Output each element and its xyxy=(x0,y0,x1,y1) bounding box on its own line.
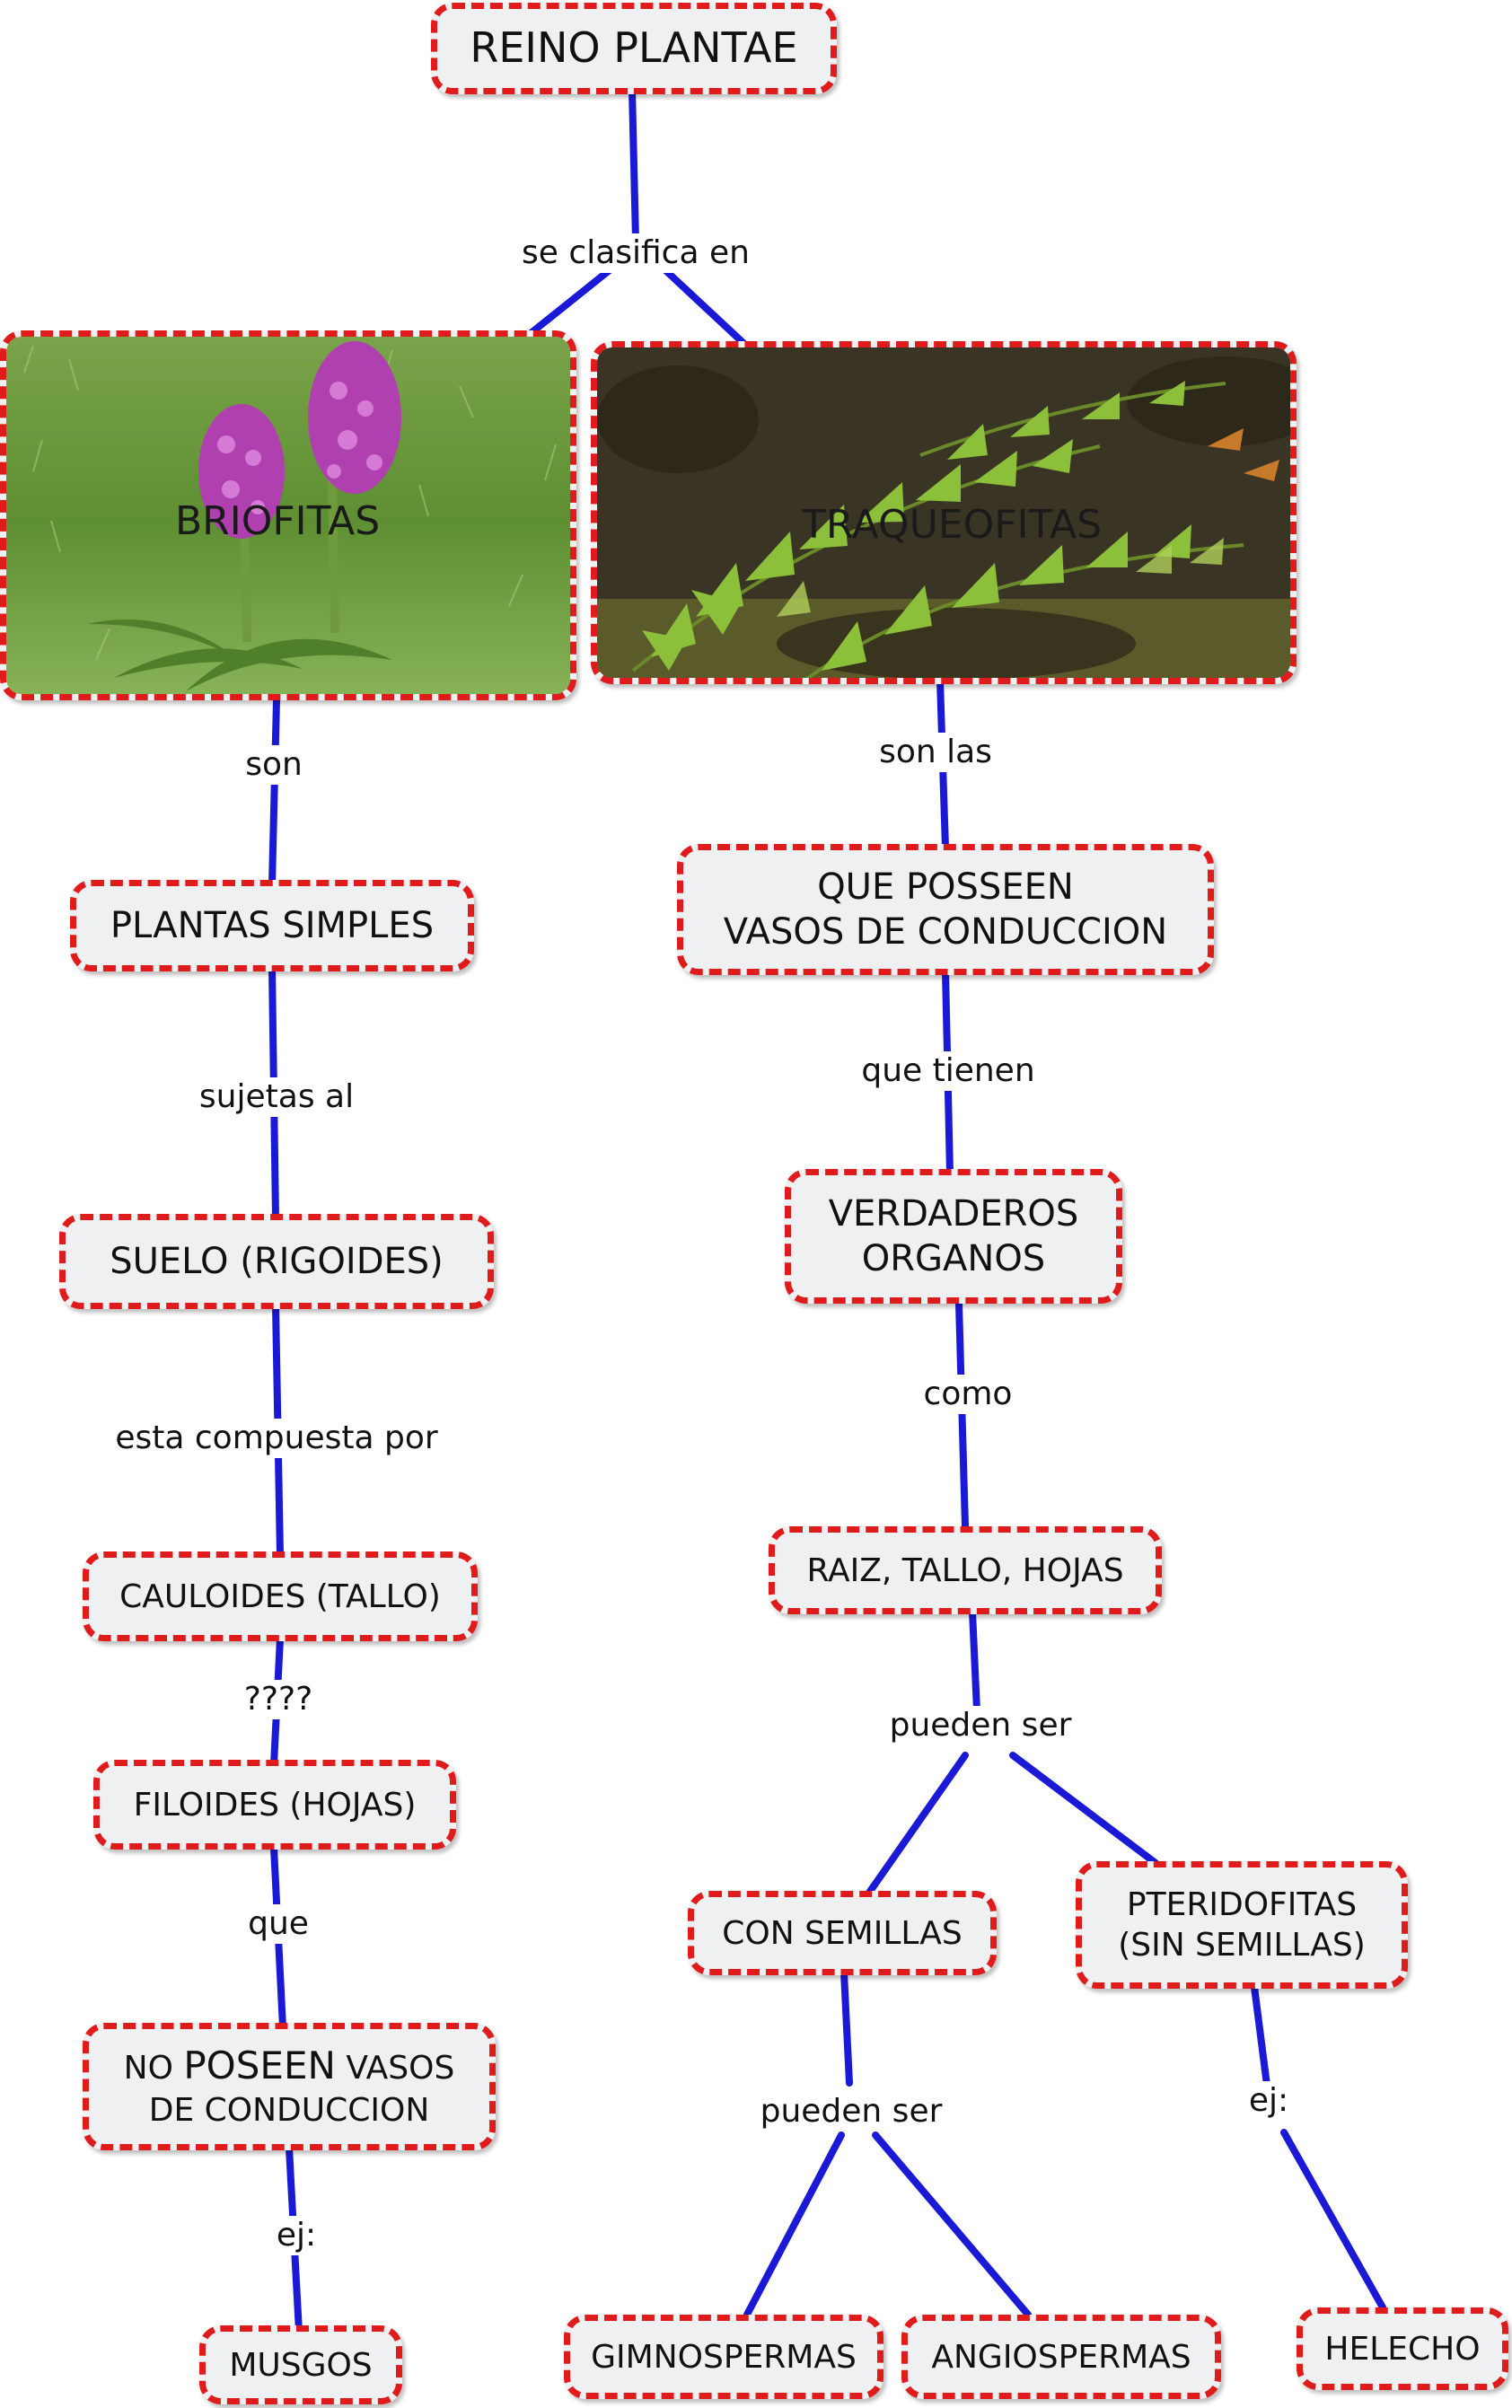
node-cauloides[interactable]: CAULOIDES (TALLO) xyxy=(83,1551,478,1641)
node-label: PTERIDOFITAS (SIN SEMILLAS) xyxy=(1118,1886,1366,1964)
link-briofitas-plantas xyxy=(268,697,280,888)
node-raiz-tallo-hojas[interactable]: RAIZ, TALLO, HOJAS xyxy=(769,1526,1162,1614)
link-label-ej-1: ej: xyxy=(270,2216,322,2255)
node-gimnospermas[interactable]: GIMNOSPERMAS xyxy=(564,2315,883,2399)
node-label-part: VASOS xyxy=(346,2050,455,2087)
link-label-son-las: son las xyxy=(874,733,998,772)
node-musgos[interactable]: MUSGOS xyxy=(199,2325,402,2404)
link-label-pueden-ser-2: pueden ser xyxy=(754,2092,948,2131)
link-puedenser-pteridofitas xyxy=(1009,1752,1159,1867)
link-puedenser-consemillas xyxy=(866,1752,969,1896)
node-label: FILOIDES (HOJAS) xyxy=(133,1786,417,1824)
link-label-que: que xyxy=(242,1904,314,1944)
node-con-semillas[interactable]: CON SEMILLAS xyxy=(688,1891,997,1975)
node-traqueofitas[interactable]: TRAQUEOFITAS xyxy=(591,341,1297,684)
node-label: ANGIOSPERMAS xyxy=(931,2338,1191,2376)
node-label: REINO PLANTAE xyxy=(470,23,798,73)
link-puedenser-gimnospermas xyxy=(743,2131,845,2318)
node-label: QUE POSSEEN VASOS DE CONDUCCION xyxy=(723,866,1168,953)
node-vasos-conduccion[interactable]: QUE POSSEEN VASOS DE CONDUCCION xyxy=(677,844,1214,975)
node-suelo[interactable]: SUELO (RIGOIDES) xyxy=(59,1214,494,1309)
node-pteridofitas[interactable]: PTERIDOFITAS (SIN SEMILLAS) xyxy=(1076,1861,1408,1989)
node-plantas-simples[interactable]: PLANTAS SIMPLES xyxy=(70,880,474,971)
link-verdaderos-raiz xyxy=(955,1300,969,1530)
node-label: MUSGOS xyxy=(229,2346,373,2384)
link-clasifica-traqueofitas xyxy=(661,266,747,347)
link-label-ej-2: ej: xyxy=(1243,2081,1295,2121)
node-angiospermas[interactable]: ANGIOSPERMAS xyxy=(901,2315,1221,2399)
node-label: NO POSEEN VASOS DE CONDUCCION xyxy=(124,2043,455,2131)
node-label: CON SEMILLAS xyxy=(722,1914,963,1952)
node-label: RAIZ, TALLO, HOJAS xyxy=(806,1551,1124,1589)
node-label-part: POSEEN xyxy=(183,2043,336,2088)
node-label-part: DE CONDUCCION xyxy=(148,2091,430,2129)
node-helecho[interactable]: HELECHO xyxy=(1297,2307,1508,2390)
node-verdaderos-organos[interactable]: VERDADEROS ORGANOS xyxy=(785,1169,1122,1304)
link-label-sujetas-al: sujetas al xyxy=(193,1077,360,1117)
node-briofitas[interactable]: BRIOFITAS xyxy=(0,330,576,700)
node-label-part: NO xyxy=(123,2050,173,2087)
link-root-clasifica xyxy=(629,86,639,244)
fern-image xyxy=(597,347,1290,678)
node-label: TRAQUEOFITAS xyxy=(802,502,1103,548)
orchid-meadow-image xyxy=(6,337,570,694)
node-reino-plantae[interactable]: REINO PLANTAE xyxy=(431,3,837,94)
link-raiz-puedenser xyxy=(969,1608,980,1714)
node-label: VERDADEROS ORGANOS xyxy=(828,1193,1079,1279)
node-filoides[interactable]: FILOIDES (HOJAS) xyxy=(93,1760,456,1850)
node-no-poseen[interactable]: NO POSEEN VASOS DE CONDUCCION xyxy=(83,2023,496,2150)
link-label-se-clasifica: se clasifica en xyxy=(516,233,755,273)
link-ej-helecho xyxy=(1280,2129,1386,2311)
node-label: HELECHO xyxy=(1324,2330,1481,2368)
link-label-esta-compuesta: esta compuesta por xyxy=(110,1419,444,1458)
link-label-como: como xyxy=(918,1375,1018,1414)
link-consemillas-puedenser xyxy=(840,1969,853,2087)
node-label: GIMNOSPERMAS xyxy=(591,2338,857,2376)
node-label: CAULOIDES (TALLO) xyxy=(119,1578,441,1615)
node-label: PLANTAS SIMPLES xyxy=(110,905,435,946)
link-label-pueden-ser-1: pueden ser xyxy=(883,1706,1077,1745)
link-label-interrogacion: ???? xyxy=(238,1680,319,1719)
node-label: BRIOFITAS xyxy=(175,498,381,544)
link-label-son: son xyxy=(240,745,308,785)
link-pteridofitas-ej xyxy=(1251,1983,1271,2096)
link-clasifica-briofitas xyxy=(526,266,614,338)
node-label: SUELO (RIGOIDES) xyxy=(110,1241,444,1282)
link-label-que-tienen: que tienen xyxy=(856,1051,1041,1091)
link-puedenser-angiospermas xyxy=(872,2131,1032,2318)
